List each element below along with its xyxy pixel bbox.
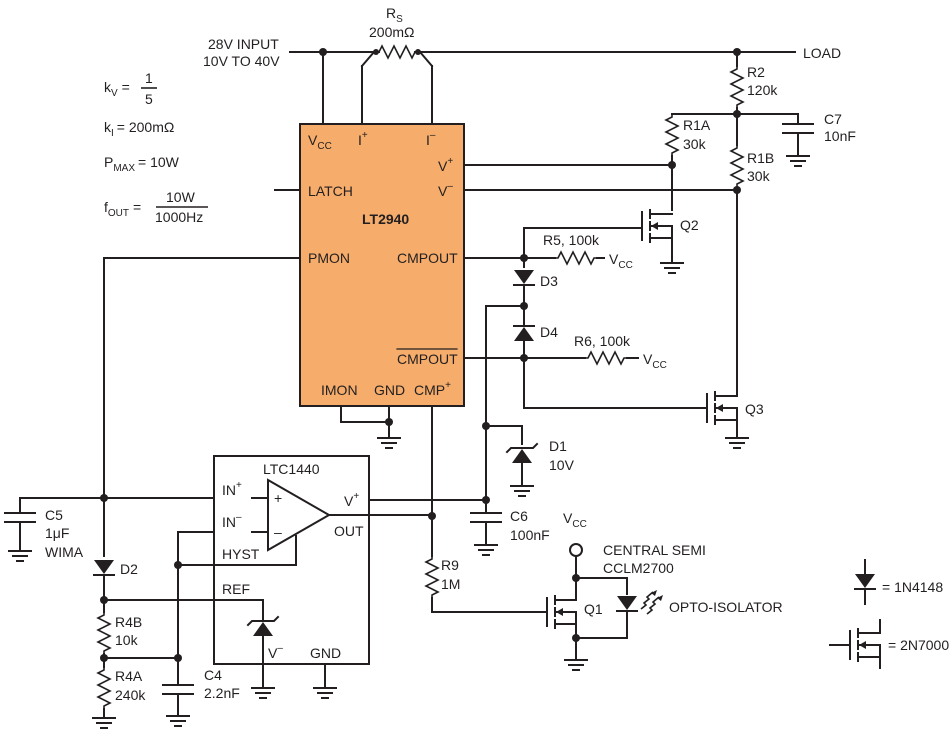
r1b-value: 30k (747, 168, 771, 184)
comp-plus-sign: + (274, 490, 282, 506)
d1-zener (505, 442, 539, 463)
q2-label: Q2 (680, 217, 699, 233)
d4-label: D4 (540, 324, 558, 340)
r2-name: R2 (747, 64, 765, 80)
eq-fout: fOUT= (104, 199, 141, 219)
q1-label: Q1 (584, 601, 603, 617)
c7-name: C7 (824, 111, 842, 127)
c5-name: C5 (45, 507, 63, 523)
eq-kv: kV= (104, 79, 130, 99)
c6-value: 100nF (510, 527, 550, 543)
pin-vplus: V+ (438, 156, 453, 174)
r1b-name: R1B (747, 150, 774, 166)
comp-in-minus: IN– (222, 512, 242, 530)
comparator-triangle (267, 478, 332, 552)
vcc-terminal (569, 543, 583, 557)
pin-iminus: I– (426, 130, 436, 148)
r9-value: 1M (441, 576, 460, 592)
light-arrows (640, 590, 663, 615)
d2-label: D2 (120, 561, 138, 577)
comp-minus-sign: – (274, 524, 282, 540)
load-label: LOAD (803, 45, 841, 61)
c5-value: 1μF (45, 525, 69, 541)
r6-vcc: VCC (643, 351, 667, 371)
opto-label: OPTO-ISOLATOR (669, 599, 783, 615)
rs-value: 200mΩ (369, 24, 415, 40)
r2-value: 120k (747, 82, 778, 98)
legend-diode-icon (855, 574, 875, 588)
opto-line2: CCLM2700 (603, 560, 674, 576)
r4b-name: R4B (115, 614, 142, 630)
chip-name: LT2940 (362, 211, 409, 227)
r4a-name: R4A (115, 668, 143, 684)
input-line2: 10V TO 40V (203, 53, 280, 69)
legend-fet: = 2N7000 (888, 637, 949, 653)
input-line1: 28V INPUT (208, 36, 279, 52)
pin-cmp: CMP+ (414, 380, 451, 398)
comp-ref: REF (222, 581, 250, 597)
ref-zener (246, 615, 280, 636)
comp-vminus: V– (268, 643, 283, 661)
pin-vminus: V– (438, 181, 453, 199)
pin-imon: IMON (321, 382, 358, 398)
d3-label: D3 (540, 273, 558, 289)
eq-fout-den: 1000Hz (155, 209, 203, 225)
pin-iplus: I+ (358, 130, 368, 148)
c4-value: 2.2nF (204, 685, 240, 701)
comp-name: LTC1440 (263, 461, 320, 477)
comp-vplus: V+ (344, 491, 359, 509)
eq-fout-num: 10W (166, 189, 196, 205)
comp-in-plus: IN+ (222, 480, 242, 498)
d1-value: 10V (549, 457, 575, 473)
c4-name: C4 (204, 667, 222, 683)
eq-kv-num: 1 (145, 70, 153, 86)
r5-vcc: VCC (609, 251, 633, 271)
r4b-value: 10k (115, 632, 139, 648)
r6-label: R6, 100k (574, 333, 631, 349)
c6-name: C6 (510, 508, 528, 524)
pin-latch: LATCH (308, 183, 353, 199)
pin-cmpout: CMPOUT (397, 250, 458, 266)
r5-label: R5, 100k (543, 232, 600, 248)
legend-diode: = 1N4148 (882, 579, 943, 595)
legend-fet-icon (849, 628, 873, 662)
r1a-value: 30k (683, 136, 707, 152)
ltc1440-box (213, 455, 370, 665)
eq-ki: kI= 200mΩ (104, 119, 174, 139)
opto-line1: CENTRAL SEMI (603, 542, 706, 558)
q3-label: Q3 (745, 401, 764, 417)
d1-name: D1 (549, 438, 567, 454)
eq-kv-den: 5 (145, 91, 153, 107)
c7-value: 10nF (824, 128, 856, 144)
r4a-value: 240k (115, 687, 146, 703)
pin-pmon: PMON (308, 250, 350, 266)
r1a-name: R1A (683, 117, 711, 133)
r9-name: R9 (441, 557, 459, 573)
pin-cmpout-bar: CMPOUT (397, 351, 458, 367)
comp-out: OUT (334, 523, 364, 539)
pin-gnd: GND (374, 382, 405, 398)
pin-vcc: VCC (308, 132, 332, 152)
eq-pmax: PMAX= 10W (104, 154, 180, 174)
comp-hyst: HYST (222, 546, 260, 562)
opto-vcc: VCC (563, 510, 587, 530)
c5-note: WIMA (45, 544, 84, 560)
lt2940-chip (299, 123, 465, 407)
rs-label: RS (386, 5, 403, 25)
comp-gnd: GND (310, 645, 341, 661)
